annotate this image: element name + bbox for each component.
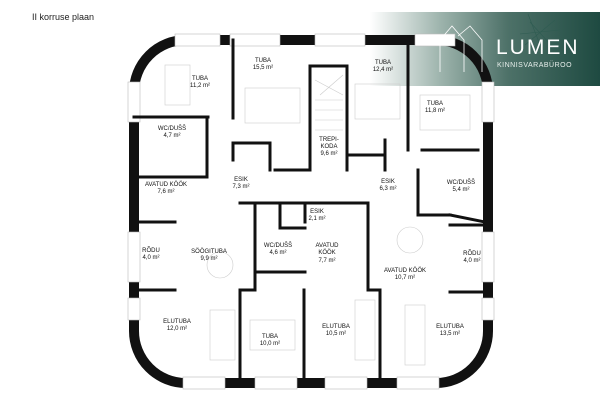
svg-text:KODA: KODA — [320, 144, 337, 150]
svg-text:TUBA: TUBA — [262, 334, 278, 340]
windows — [127, 33, 495, 390]
svg-text:4,0 m²: 4,0 m² — [463, 258, 480, 264]
svg-text:4,0 m²: 4,0 m² — [142, 255, 159, 261]
svg-text:TUBA: TUBA — [427, 101, 443, 107]
svg-text:WC/DUŠŠ: WC/DUŠŠ — [264, 242, 292, 249]
svg-text:5,4 m²: 5,4 m² — [452, 187, 469, 193]
svg-text:12,4 m²: 12,4 m² — [373, 67, 393, 73]
svg-text:TREPI-: TREPI- — [319, 137, 339, 143]
outer-wall — [129, 35, 493, 388]
svg-text:15,5 m²: 15,5 m² — [253, 65, 273, 71]
logo-subtitle: KINNISVARABÜROO — [497, 62, 573, 69]
svg-text:9,9 m²: 9,9 m² — [200, 256, 217, 262]
svg-text:AVATUD KÖÖK: AVATUD KÖÖK — [145, 181, 187, 188]
svg-text:ELUTUBA: ELUTUBA — [436, 324, 464, 330]
svg-text:RÕDU: RÕDU — [142, 247, 160, 254]
svg-text:11,2 m²: 11,2 m² — [190, 83, 210, 89]
svg-text:11,8 m²: 11,8 m² — [425, 108, 445, 114]
logo-house-icon — [439, 25, 483, 72]
interior-walls — [132, 38, 487, 385]
svg-text:10,0 m²: 10,0 m² — [260, 341, 280, 347]
staircase — [314, 74, 344, 131]
svg-text:RÕDU: RÕDU — [463, 250, 481, 257]
svg-text:10,7 m²: 10,7 m² — [395, 275, 415, 281]
svg-text:6,3 m²: 6,3 m² — [379, 186, 396, 192]
logo-name: LUMEN — [496, 36, 580, 59]
svg-text:ELUTUBA: ELUTUBA — [322, 324, 350, 330]
svg-text:TUBA: TUBA — [375, 60, 391, 66]
svg-text:7,6 m²: 7,6 m² — [157, 189, 174, 195]
svg-text:TUBA: TUBA — [192, 76, 208, 82]
compass-star-icon — [519, 13, 561, 51]
svg-text:2,1 m²: 2,1 m² — [308, 216, 325, 222]
svg-text:9,6 m²: 9,6 m² — [320, 151, 337, 157]
furniture — [164, 64, 471, 366]
svg-text:10,5 m²: 10,5 m² — [326, 331, 346, 337]
plan-title: II korruse plaan — [32, 12, 95, 22]
svg-text:ESIK: ESIK — [381, 179, 395, 185]
svg-text:AVATUD: AVATUD — [315, 243, 339, 249]
svg-text:TUBA: TUBA — [255, 58, 271, 64]
svg-text:ESIK: ESIK — [234, 177, 248, 183]
svg-text:4,6 m²: 4,6 m² — [269, 250, 286, 256]
svg-text:7,3 m²: 7,3 m² — [232, 184, 249, 190]
svg-text:13,5 m²: 13,5 m² — [440, 331, 460, 337]
svg-text:7,7 m²: 7,7 m² — [318, 258, 335, 264]
svg-text:4,7 m²: 4,7 m² — [163, 133, 180, 139]
svg-text:ELUTUBA: ELUTUBA — [163, 319, 191, 325]
svg-text:KÖÖK: KÖÖK — [318, 249, 335, 256]
svg-text:WC/DUŠŠ: WC/DUŠŠ — [447, 179, 475, 186]
svg-text:12,0 m²: 12,0 m² — [167, 326, 187, 332]
svg-text:ESIK: ESIK — [310, 209, 324, 215]
svg-text:WC/DUŠŠ: WC/DUŠŠ — [158, 125, 186, 132]
svg-text:AVATUD KÖÖK: AVATUD KÖÖK — [384, 267, 426, 274]
svg-text:SÖÖGITUBA: SÖÖGITUBA — [191, 248, 227, 255]
